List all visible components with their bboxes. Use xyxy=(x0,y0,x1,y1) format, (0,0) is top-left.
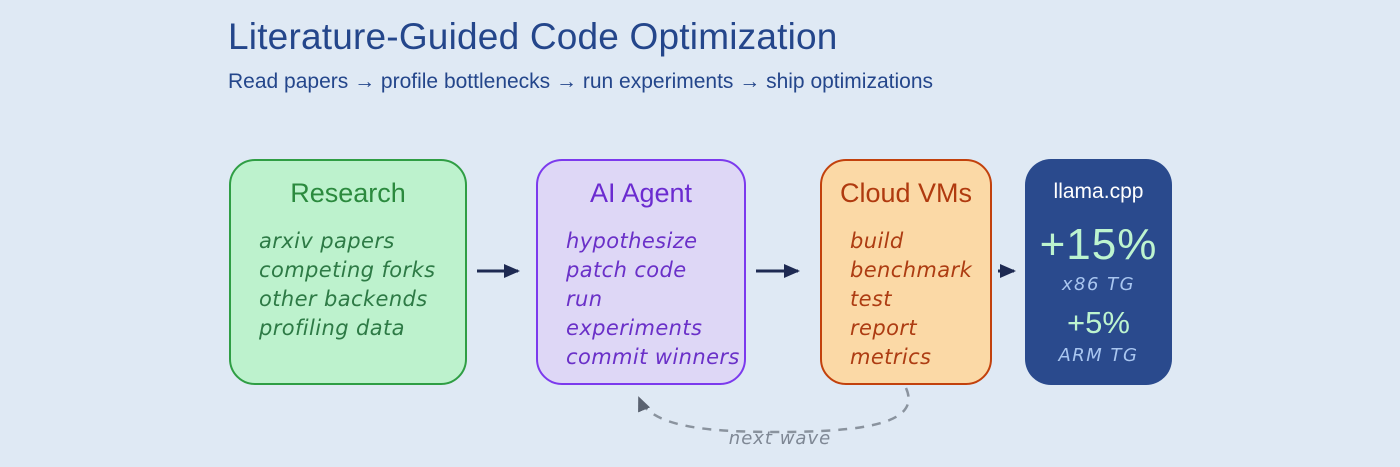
list-item: commit winners xyxy=(566,345,740,369)
list-item: competing forks xyxy=(259,258,436,282)
metric-label-x86: x86 TG xyxy=(1061,274,1136,295)
metric-label-arm: ARM TG xyxy=(1058,345,1139,366)
ai-agent-box-items: hypothesize patch code run experiments c… xyxy=(538,227,744,372)
list-item: test xyxy=(850,287,892,311)
list-item: profiling data xyxy=(259,316,405,340)
metric-value-arm: +5% xyxy=(1067,305,1130,340)
cloud-vms-box-title: Cloud VMs xyxy=(839,178,973,208)
feedback-loop-label: next wave xyxy=(728,428,832,449)
research-box: Research arxiv papers competing forks ot… xyxy=(229,159,467,385)
feedback-loop-dashed-arrow-icon xyxy=(637,387,910,434)
page-subtitle: Read papers → profile bottlenecks → run … xyxy=(228,70,933,93)
list-item: build xyxy=(850,229,904,253)
list-item: other backends xyxy=(259,287,428,311)
list-item: report metrics xyxy=(850,316,932,369)
page-title: Literature-Guided Code Optimization xyxy=(228,16,838,57)
metric-value-x86: +15% xyxy=(1039,220,1158,269)
ai-agent-box: AI Agent hypothesize patch code run expe… xyxy=(536,159,746,385)
research-box-title: Research xyxy=(290,178,406,208)
llama-cpp-result-box: llama.cpp +15% x86 TG +5% ARM TG xyxy=(1025,159,1172,385)
list-item: run experiments xyxy=(566,287,703,340)
cloud-vms-box: Cloud VMs build benchmark test report me… xyxy=(820,159,992,385)
list-item: hypothesize xyxy=(566,229,698,253)
list-item: benchmark xyxy=(850,258,973,282)
list-item: arxiv papers xyxy=(259,229,395,253)
research-box-items: arxiv papers competing forks other backe… xyxy=(231,227,465,343)
ai-agent-box-title: AI Agent xyxy=(589,178,693,208)
cloud-vms-box-items: build benchmark test report metrics xyxy=(822,227,990,372)
list-item: patch code xyxy=(566,258,687,282)
result-box-title: llama.cpp xyxy=(1053,180,1144,203)
